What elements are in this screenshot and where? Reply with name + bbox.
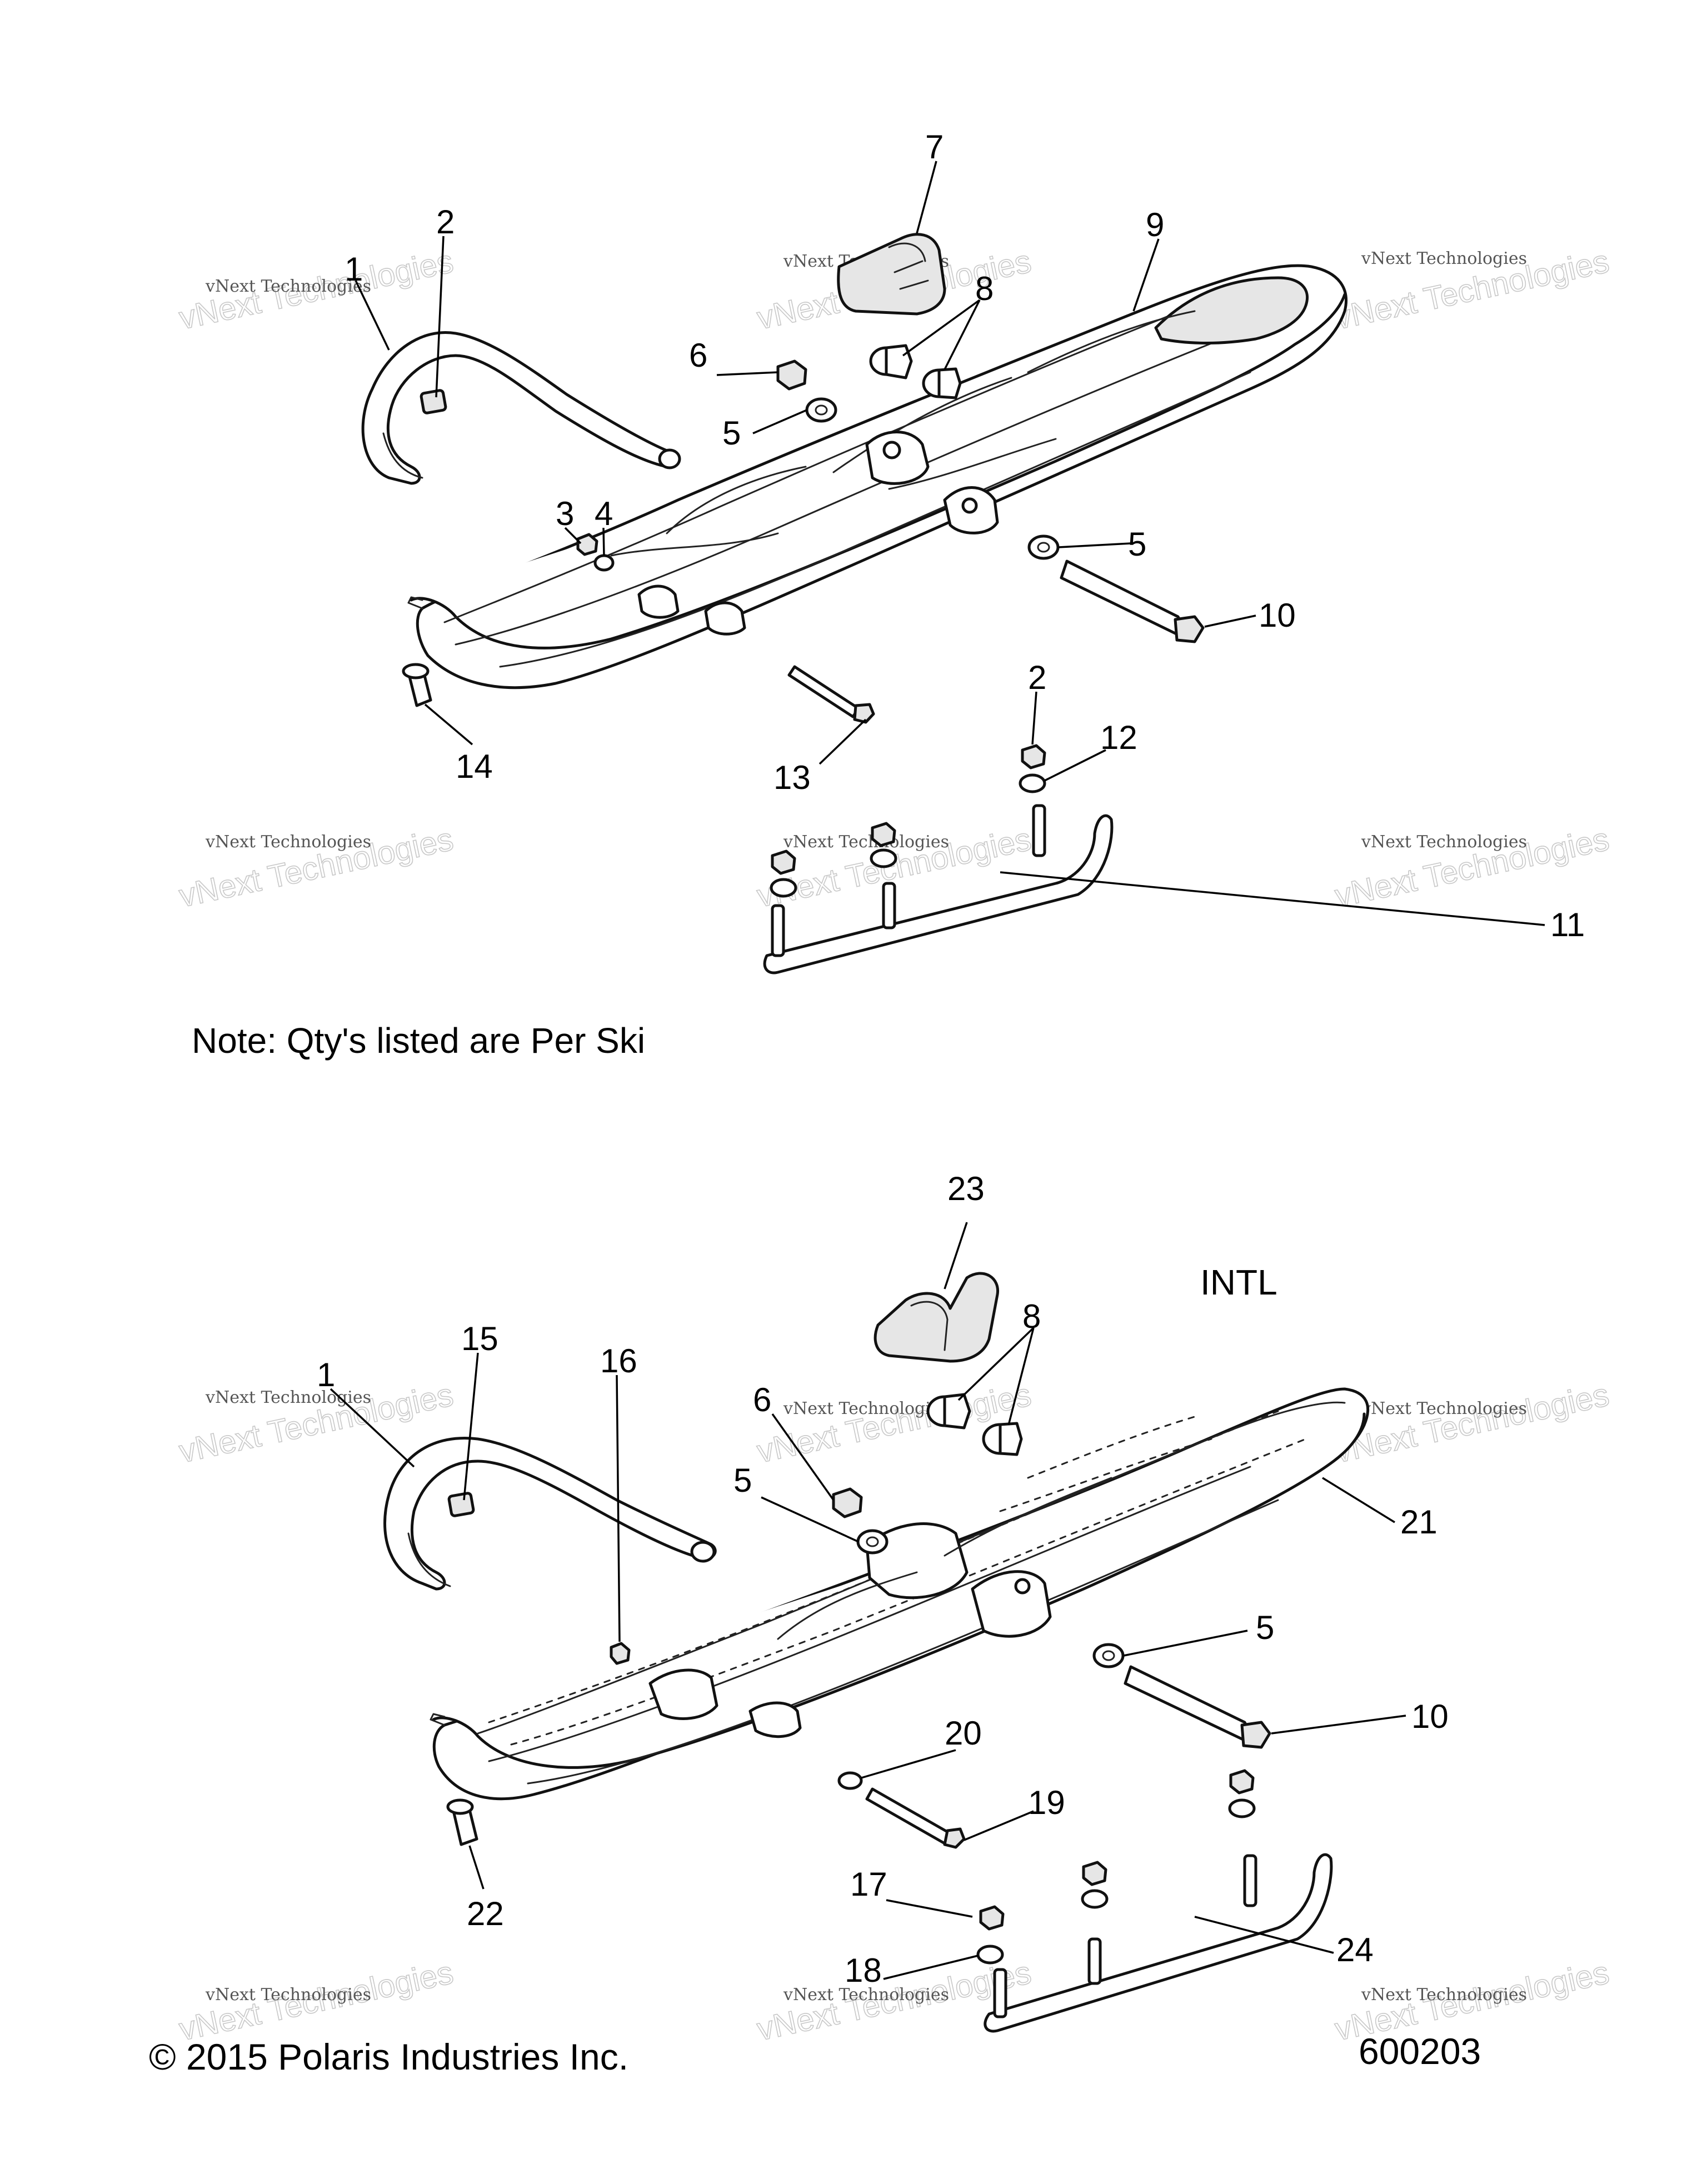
callout: 17 (850, 1866, 887, 1903)
callout: 12 (1100, 719, 1137, 756)
callouts-bottom: 1 15 16 6 5 5 23 8 21 10 20 19 22 17 18 … (317, 1170, 1449, 1989)
watermark-text: vNext Technologies (783, 1985, 949, 2005)
callout: 3 (556, 495, 574, 532)
ski-handle (383, 1437, 717, 1591)
callout: 23 (947, 1170, 985, 1207)
watermark-text: vNext Technologies (1361, 249, 1527, 268)
watermark: vNext Technologies vNext Technologies (1331, 821, 1613, 915)
watermark: vNext Technologies vNext Technologies (176, 1954, 457, 2048)
callout: 20 (945, 1715, 982, 1752)
diagram-number: 600203 (1359, 2031, 1481, 2072)
watermark-text: vNext Technologies (783, 832, 949, 852)
leader-lines-bottom (330, 1222, 1406, 1980)
watermark: vNext Technologies vNext Technologies (753, 1954, 1035, 2048)
callout: 10 (1259, 597, 1296, 634)
watermark: vNext Technologies vNext Technologies (753, 1376, 1035, 1471)
note-text: Note: Qty's listed are Per Ski (192, 1021, 645, 1061)
watermark-text: vNext Technologies (205, 1985, 371, 2005)
callout: 2 (1028, 659, 1046, 696)
callout: 9 (1146, 206, 1164, 243)
watermark-text: vNext Technologies (1361, 1399, 1527, 1418)
ski-body (407, 264, 1347, 689)
callout: 14 (456, 748, 493, 785)
watermark-text: vNext Technologies (205, 1388, 371, 1407)
carbide-runner-intl (984, 1853, 1333, 2033)
callout: 16 (600, 1342, 637, 1380)
callout: 4 (595, 495, 613, 532)
skid-plate-intl (874, 1272, 1000, 1363)
watermark: vNext Technologies vNext Technologies (176, 243, 457, 337)
watermark: vNext Technologies vNext Technologies (176, 821, 457, 915)
callout: 5 (1256, 1609, 1274, 1646)
watermark-text: vNext Technologies (205, 277, 371, 296)
callout: 10 (1411, 1698, 1449, 1735)
hardware-bottom (446, 1487, 1271, 1965)
callout: 24 (1336, 1931, 1374, 1968)
callouts-top: 1 2 3 4 5 5 6 7 8 9 10 11 12 13 14 2 (345, 128, 1585, 943)
copyright-text: © 2015 Polaris Industries Inc. (149, 2036, 628, 2077)
watermark-text: vNext Technologies (1361, 832, 1527, 852)
callout: 18 (845, 1952, 882, 1989)
watermark-text: vNext Technologies (1332, 1377, 1612, 1470)
leader-lines-top (355, 161, 1545, 926)
watermark: vNext Technologies vNext Technologies (1331, 243, 1613, 337)
intl-label: INTL (1200, 1262, 1277, 1302)
callout: 5 (1128, 526, 1146, 563)
skid-plate (837, 233, 946, 316)
callout: 13 (773, 759, 811, 796)
top-ski-assembly: 1 2 3 4 5 5 6 7 8 9 10 11 12 13 14 2 (345, 128, 1585, 974)
carbide-runner (763, 804, 1114, 974)
callout: 8 (1022, 1298, 1041, 1335)
callout: 7 (925, 128, 944, 166)
bushings (869, 344, 962, 399)
callout: 6 (753, 1381, 771, 1418)
callout: 2 (436, 203, 455, 241)
callout: 6 (689, 337, 707, 374)
bottom-ski-assembly-intl: INTL (317, 1170, 1449, 2033)
callout: 11 (1550, 906, 1585, 943)
watermark-text: vNext Technologies (1361, 1985, 1527, 2005)
callout: 1 (317, 1356, 335, 1393)
hardware-top (402, 359, 1205, 898)
watermark-text: vNext Technologies (754, 1377, 1034, 1470)
callout: 19 (1028, 1784, 1065, 1821)
bushings-intl (926, 1393, 1023, 1456)
callout: 5 (722, 414, 741, 452)
watermark-text: vNext Technologies (205, 832, 371, 852)
callout: 5 (733, 1462, 752, 1499)
callout: 22 (467, 1895, 504, 1932)
callout: 8 (975, 270, 994, 307)
callout: 21 (1400, 1503, 1438, 1541)
ski-body-intl (430, 1387, 1370, 1801)
callout: 1 (345, 251, 363, 288)
callout: 15 (461, 1320, 498, 1357)
watermark-text: vNext Technologies (783, 1399, 949, 1418)
ski-handle (361, 331, 681, 485)
watermark: vNext Technologies vNext Technologies (1331, 1376, 1613, 1471)
